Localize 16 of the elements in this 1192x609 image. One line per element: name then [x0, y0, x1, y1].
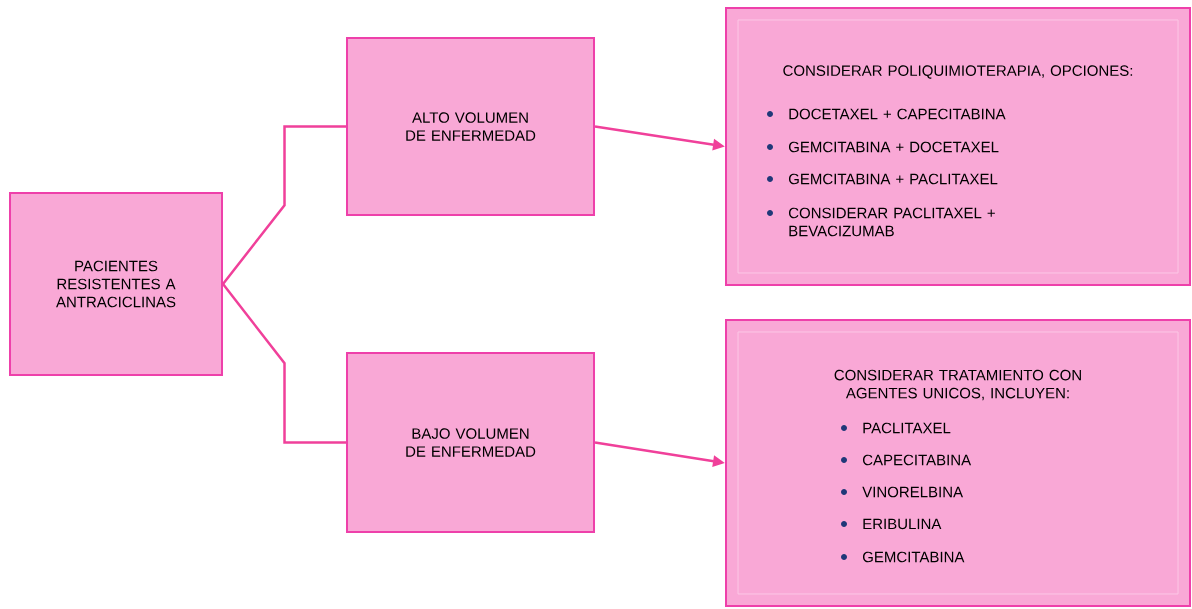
list-item: GEMCITABINA — [841, 551, 965, 563]
process-box: CONSIDERAR TRATAMIENTO CON AGENTES UNICOS, INCLUYEN: PACLITAXEL CAPECITABINA VINORELBINA ERIBULINA GEMCITABINA — [725, 319, 1191, 607]
process-box: ALTO VOLUMEN DE ENFERMEDAD — [346, 37, 595, 216]
process-box: BAJO VOLUMEN DE ENFERMEDAD — [346, 352, 595, 533]
connector — [222, 125, 346, 285]
list-item: DOCETAXEL + CAPECITABINA — [767, 108, 1006, 120]
list-item: PACLITAXEL — [841, 422, 951, 434]
list-item: VINORELBINA — [841, 486, 964, 498]
list-item: GEMCITABINA + DOCETAXEL — [767, 141, 999, 153]
list-item: CONSIDERAR PACLITAXEL + BEVACIZUMAB — [767, 207, 995, 237]
process-box: CONSIDERAR POLIQUIMIOTERAPIA, OPCIONES: DOCETAXEL + CAPECITABINA GEMCITABINA + DOCETAXEL GEMCITABINA + PACLITAXEL CONSIDERAR PACLITAXEL + BEVACIZUMAB — [725, 7, 1191, 286]
list-item: CAPECITABINA — [841, 454, 972, 466]
connector — [222, 283, 346, 444]
list-item: ERIBULINA — [841, 518, 942, 530]
process-box: PACIENTES RESISTENTES A ANTRACICLINAS — [9, 192, 223, 376]
list-item: GEMCITABINA + PACLITAXEL — [767, 173, 998, 185]
